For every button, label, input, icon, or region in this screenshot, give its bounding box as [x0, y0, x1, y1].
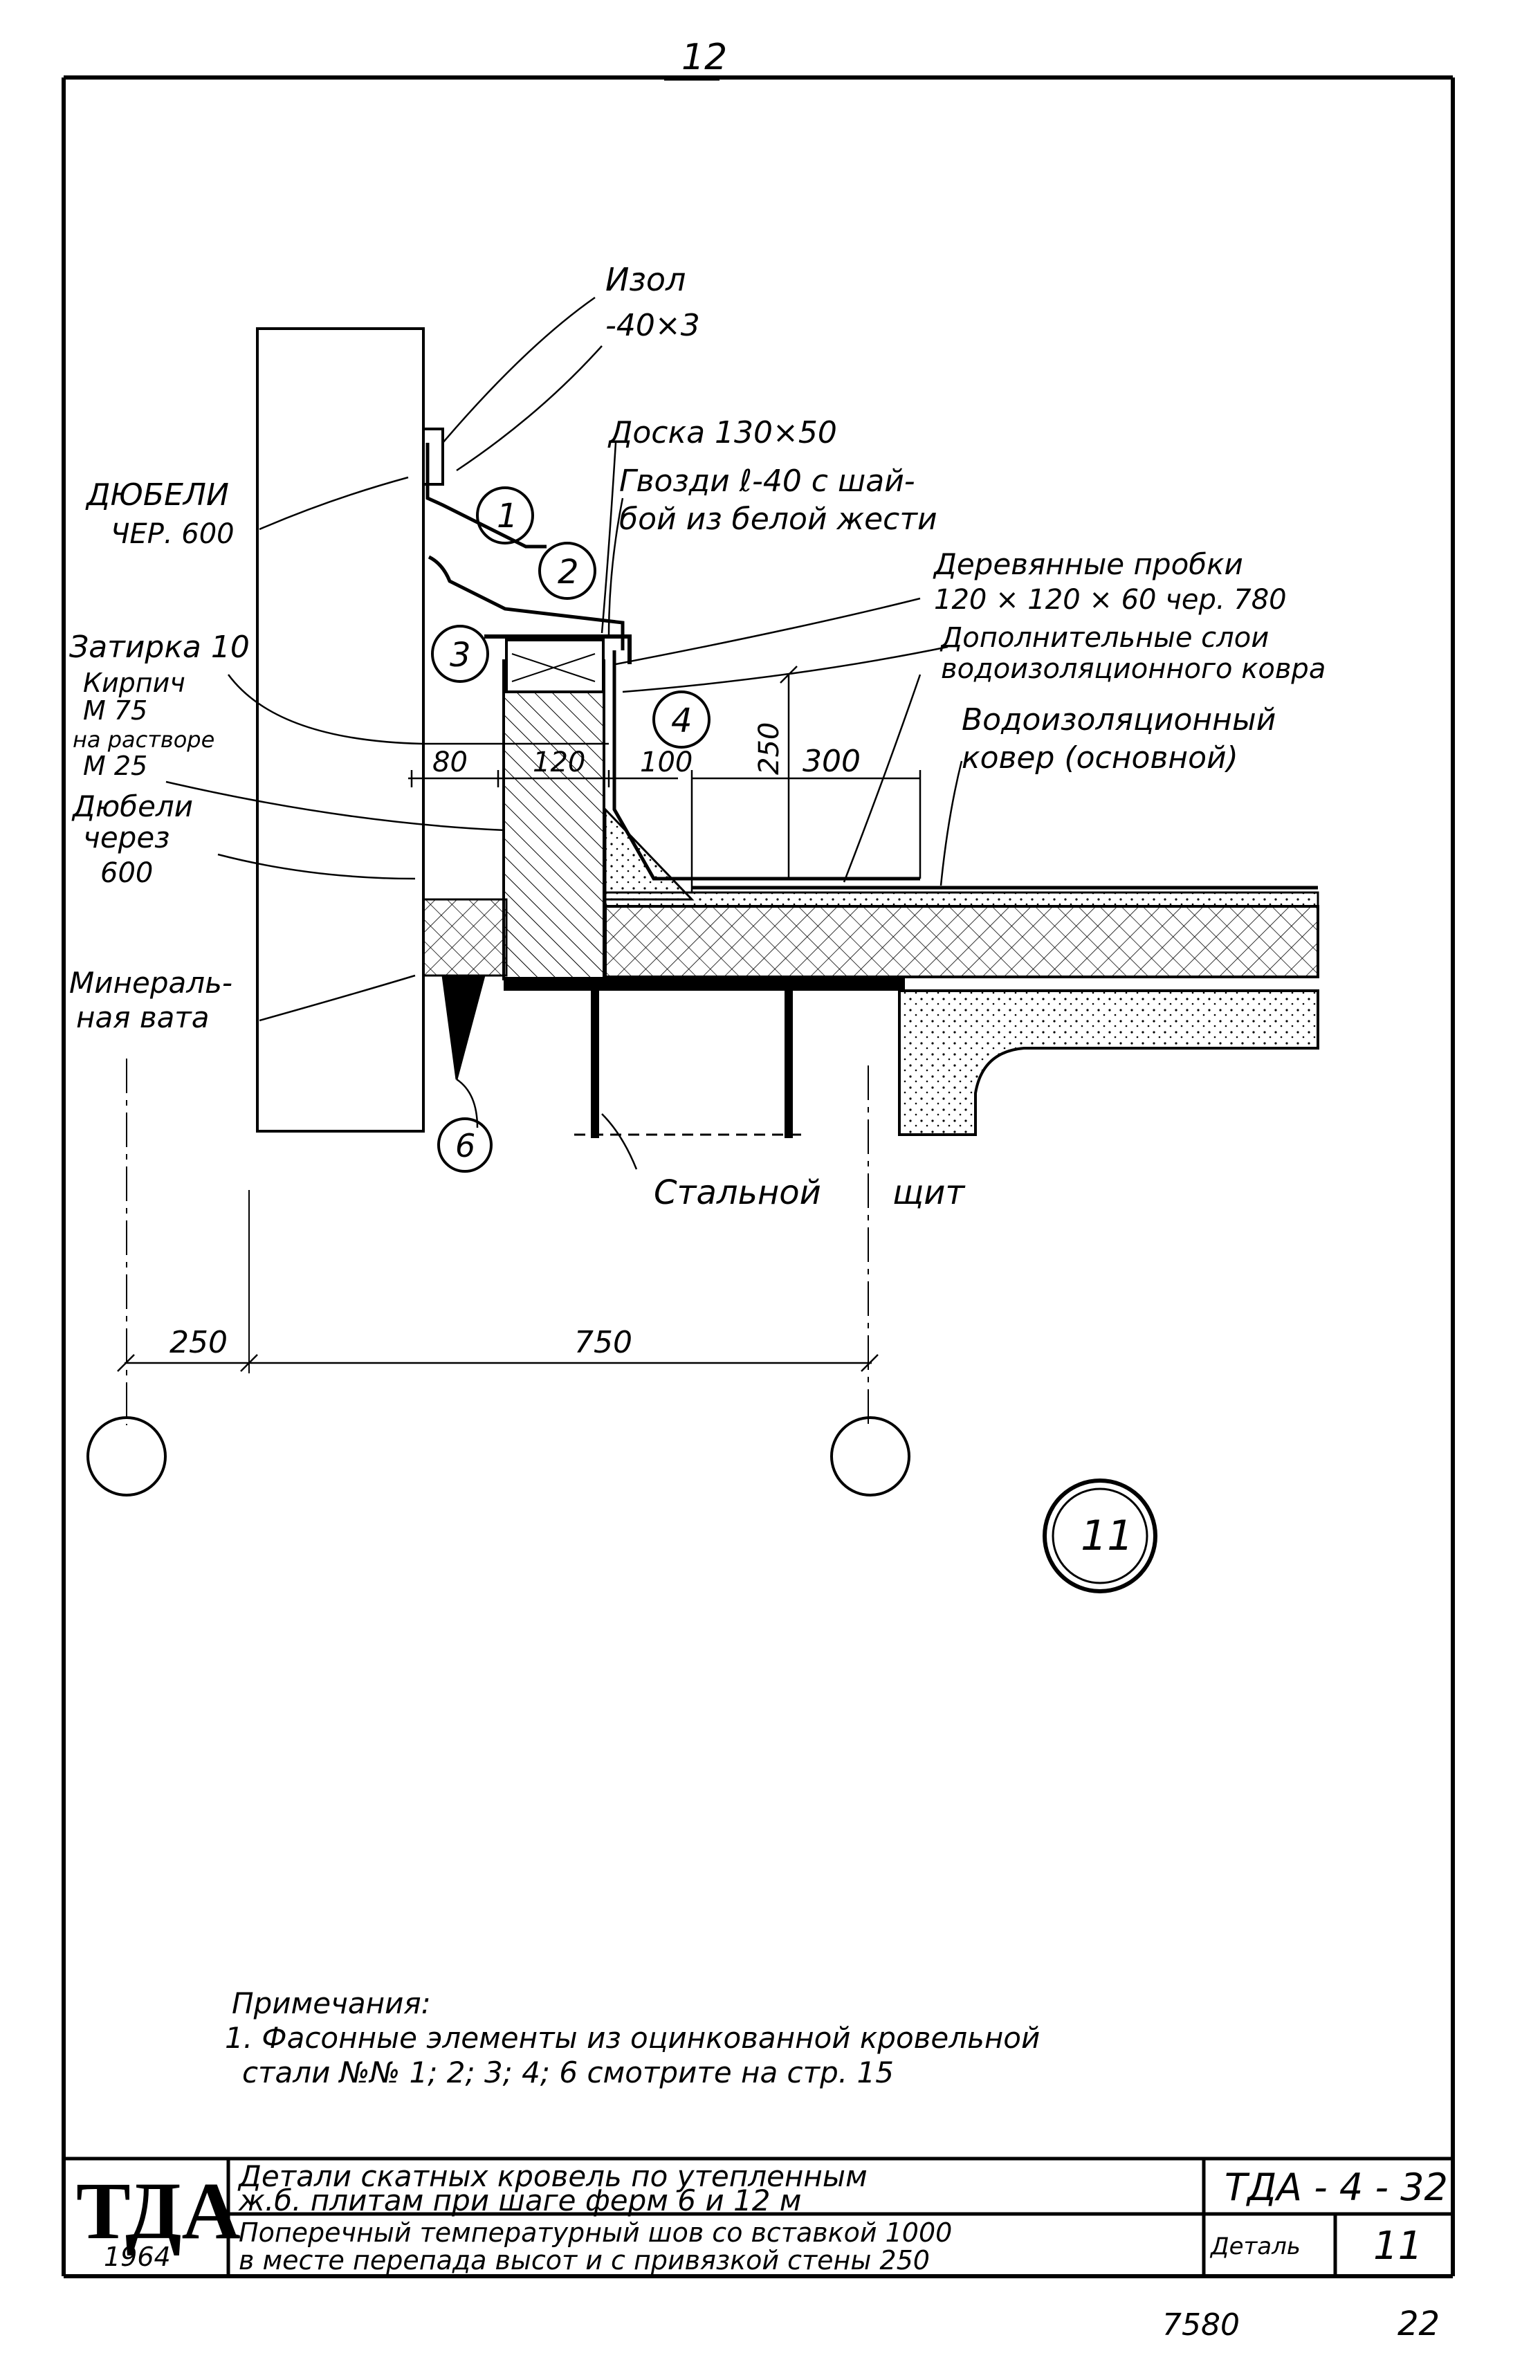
- label-gvozdi-2: бой из белой жести: [619, 502, 937, 537]
- marker-1: 1: [497, 497, 518, 536]
- label-kirpich-3: на растворе: [73, 726, 214, 753]
- label-kirpich-4: М 25: [83, 751, 147, 781]
- dimension-lines: [117, 666, 922, 1372]
- brick-parapet: [502, 639, 605, 980]
- leader-lines: [165, 296, 963, 1170]
- dim-750: 750: [574, 1325, 632, 1360]
- mineral-wool: [422, 898, 508, 1080]
- label-shchit: щит: [892, 1173, 966, 1212]
- detail-value: 11: [1373, 2224, 1422, 2269]
- label-dubeli-2: ЧЕР. 600: [111, 518, 235, 550]
- marker-6: 6: [455, 1127, 475, 1164]
- label-dubeli-1: ДЮБЕЛИ: [85, 477, 229, 513]
- detail-number: 11: [1081, 1512, 1133, 1560]
- label-kirpich-2: М 75: [83, 695, 147, 726]
- sheet-frame: [62, 75, 1455, 2278]
- label-vodoiz-1: Водоизоляционный: [962, 702, 1276, 738]
- label-gvozdi-1: Гвозди ℓ-40 с шай-: [619, 464, 915, 499]
- label-dubeli2-2: через: [83, 821, 170, 854]
- footer-code: 7580: [1162, 2307, 1240, 2343]
- notes-line-2: стали №№ 1; 2; 3; 4; 6 смотрите на стр. …: [242, 2056, 894, 2089]
- title-block-grid: [64, 2157, 1453, 2276]
- detail-circle-inner: [1052, 1488, 1148, 1584]
- detail-label: Деталь: [1209, 2233, 1301, 2260]
- label-mineral-1: Минераль-: [69, 966, 232, 1000]
- steel-shield: [574, 991, 803, 1138]
- axis-marker-right: [830, 1416, 910, 1496]
- marker-3: 3: [450, 636, 471, 675]
- label-kirpich-1: Кирпич: [83, 668, 185, 698]
- dim-250: 250: [169, 1325, 228, 1360]
- detail-circle-outer: [1043, 1479, 1157, 1593]
- label-izol-size: -40×3: [605, 308, 700, 343]
- label-dop-2: водоизоляционного ковра: [941, 653, 1326, 685]
- title-line-2: ж.б. плитам при шаге ферм 6 и 12 м: [238, 2184, 801, 2217]
- callout-circles: [431, 486, 711, 1173]
- label-vodoiz-2: ковер (основной): [962, 740, 1238, 776]
- label-zatirka: Затирка 10: [69, 630, 250, 665]
- label-dubeli2-3: 600: [100, 857, 153, 889]
- page-number: 12: [681, 37, 727, 78]
- marker-4: 4: [671, 702, 693, 740]
- dim-300: 300: [803, 744, 861, 779]
- dim-100: 100: [640, 747, 693, 778]
- fillet: [604, 807, 695, 901]
- series-code: ТДА - 4 - 32: [1225, 2166, 1448, 2209]
- dim-80: 80: [432, 747, 468, 778]
- logo-tda: ТДА: [76, 2166, 241, 2256]
- label-dubeli2-1: Дюбели: [71, 789, 193, 823]
- label-stalnoy: Стальной: [654, 1173, 821, 1212]
- dim-250-vertical: 250: [753, 722, 785, 775]
- roof-layers: [504, 886, 1319, 991]
- concrete-slab: [898, 989, 1319, 1136]
- axis-marker-left: [86, 1416, 167, 1496]
- label-derev-1: Деревянные пробки: [933, 547, 1243, 581]
- label-izol: Изол: [605, 261, 686, 298]
- label-dop-1: Дополнительные слои: [939, 622, 1269, 654]
- label-mineral-2: ная вата: [76, 1000, 210, 1034]
- label-doska: Доска 130×50: [607, 415, 837, 450]
- subtitle-line-2: в месте перепада высот и с привязкой сте…: [239, 2245, 930, 2276]
- footer-page: 22: [1397, 2305, 1440, 2343]
- notes-heading: Примечания:: [232, 1986, 431, 2020]
- marker-2: 2: [558, 553, 579, 592]
- axis-lines: [126, 1059, 869, 1425]
- title-year: 1964: [104, 2242, 171, 2272]
- label-derev-2: 120 × 120 × 60 чер. 780: [934, 584, 1287, 616]
- brick-wall: [256, 327, 425, 1133]
- dim-120: 120: [533, 747, 585, 778]
- subtitle-line-1: Поперечный температурный шов со вставкой…: [239, 2217, 952, 2248]
- notes-line-1: 1. Фасонные элементы из оцинкованной кро…: [225, 2021, 1040, 2055]
- title-line-1: Детали скатных кровель по утепленным: [237, 2159, 868, 2193]
